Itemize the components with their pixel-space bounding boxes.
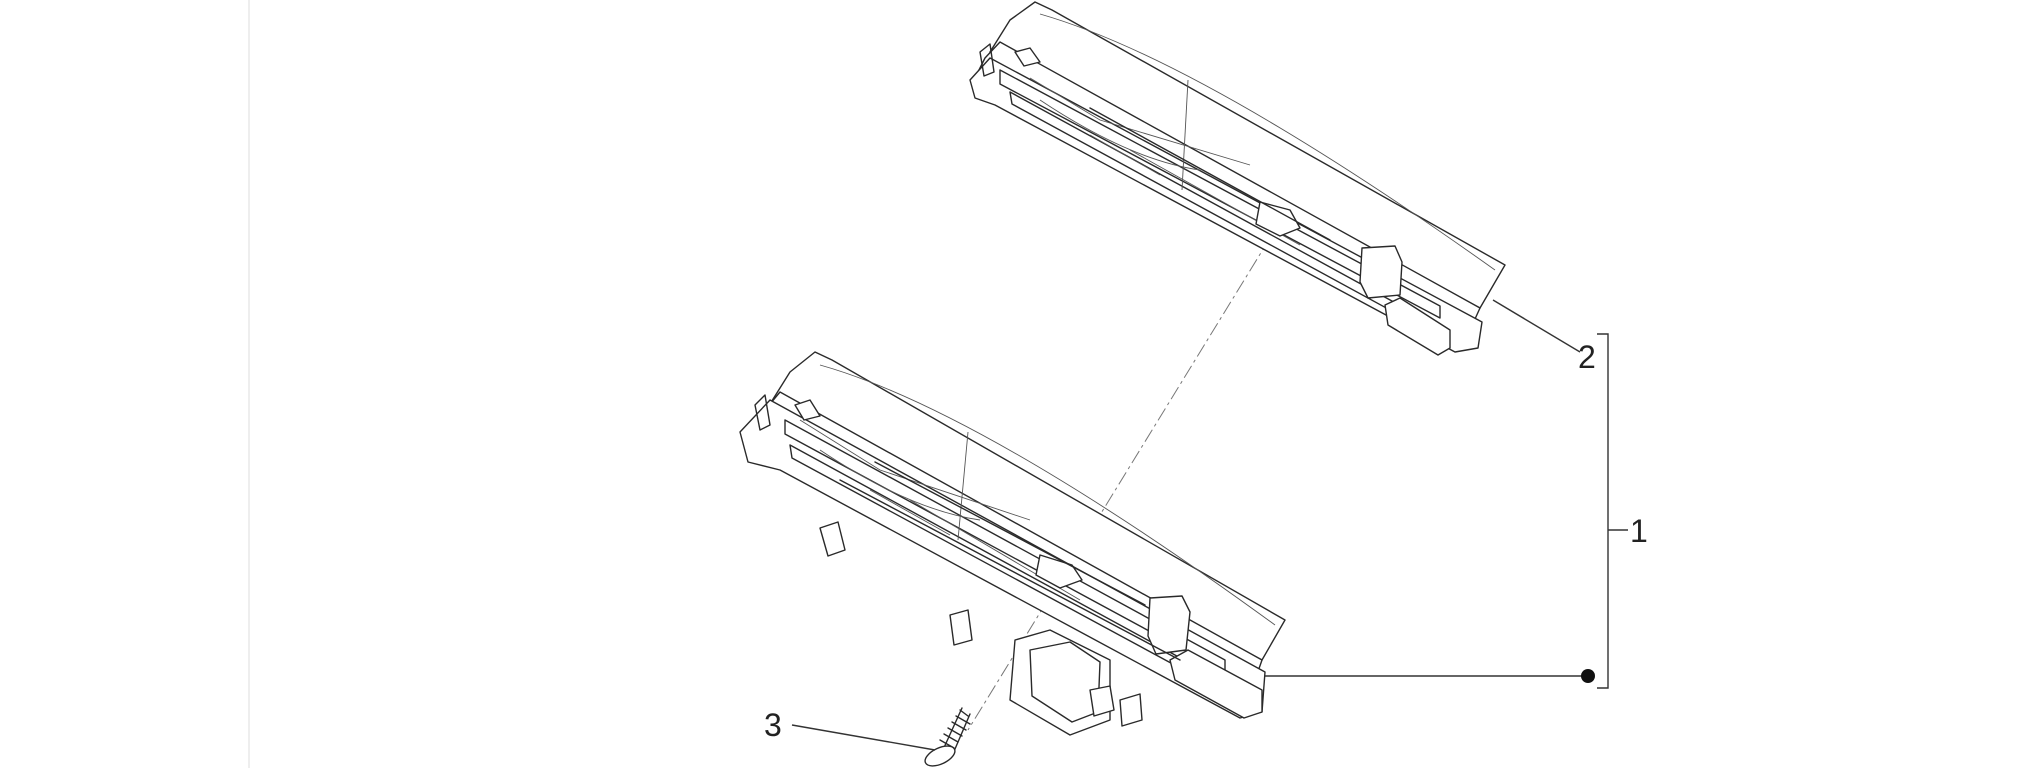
leader-dot xyxy=(1581,669,1595,683)
callout-leaders xyxy=(791,299,1628,751)
screw-part xyxy=(924,707,971,767)
bracket-1 xyxy=(1597,333,1609,689)
callout-1: 1 xyxy=(1630,513,1648,549)
instrument-assembly-part xyxy=(739,351,1286,736)
leader-line-3 xyxy=(791,724,936,751)
callout-2: 2 xyxy=(1578,339,1596,375)
callout-3: 3 xyxy=(764,707,782,743)
leader-line-2 xyxy=(1492,299,1581,353)
cover-part xyxy=(969,1,1506,356)
